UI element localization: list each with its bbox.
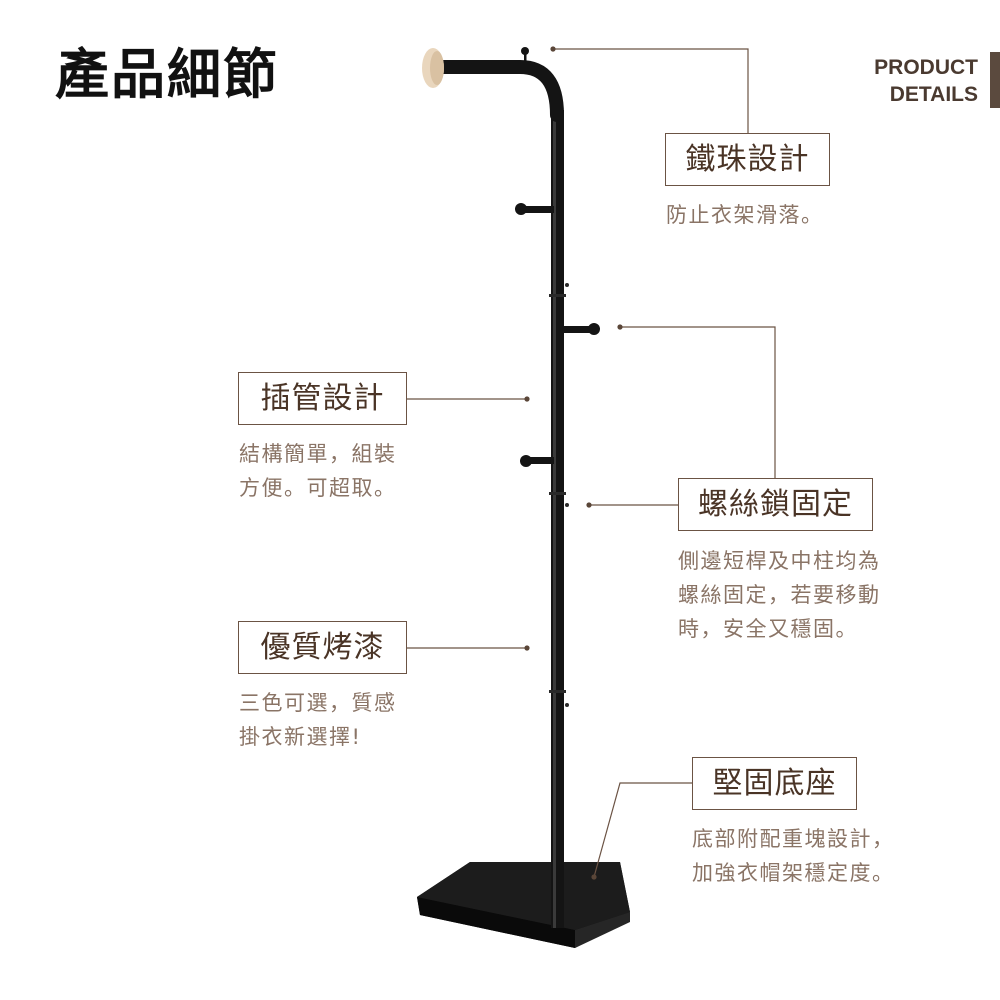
rack-base [417, 862, 630, 948]
page-title: 產品細節 [55, 43, 279, 106]
section-heading-en: PRODUCT DETAILS [874, 54, 978, 108]
desc-line: 側邊短桿及中柱均為 [678, 549, 881, 573]
feature-insert-tube-desc: 結構簡單，組裝 方便。可超取。 [239, 437, 397, 505]
heading-accent-bar [990, 52, 1000, 108]
desc-line: 防止衣架滑落。 [666, 203, 824, 227]
feature-base-desc: 底部附配重塊設計， 加強衣帽架穩定度。 [692, 822, 895, 890]
heading-line-product: PRODUCT [874, 56, 978, 79]
feature-iron-bead-desc: 防止衣架滑落。 [666, 198, 824, 232]
rack-pole [435, 47, 569, 928]
feature-iron-bead-title: 鐵珠設計 [665, 133, 830, 186]
feature-screw-lock-desc: 側邊短桿及中柱均為 螺絲固定，若要移動 時，安全又穩固。 [678, 544, 881, 646]
wooden-end-cap [422, 48, 444, 88]
feature-base-title: 堅固底座 [692, 757, 857, 810]
leader-dots [524, 46, 623, 880]
desc-line: 底部附配重塊設計， [692, 827, 895, 851]
heading-line-details: DETAILS [889, 83, 978, 106]
feature-screw-lock-title: 螺絲鎖固定 [678, 478, 873, 531]
side-hook-lower-left [520, 455, 554, 467]
desc-line: 時，安全又穩固。 [678, 617, 858, 641]
feature-paint-title: 優質烤漆 [238, 621, 407, 674]
leader-lines [407, 48, 776, 878]
feature-paint-desc: 三色可選，質感 掛衣新選擇! [239, 686, 397, 754]
desc-line: 結構簡單，組裝 [239, 442, 397, 466]
side-hook-upper-left [515, 203, 554, 215]
desc-line: 方便。可超取。 [239, 476, 397, 500]
feature-insert-tube-title: 插管設計 [238, 372, 407, 425]
side-hook-middle-right [561, 323, 600, 335]
desc-line: 三色可選，質感 [239, 691, 397, 715]
desc-line: 掛衣新選擇! [239, 725, 362, 749]
desc-line: 加強衣帽架穩定度。 [692, 861, 895, 885]
desc-line: 螺絲固定，若要移動 [678, 583, 881, 607]
